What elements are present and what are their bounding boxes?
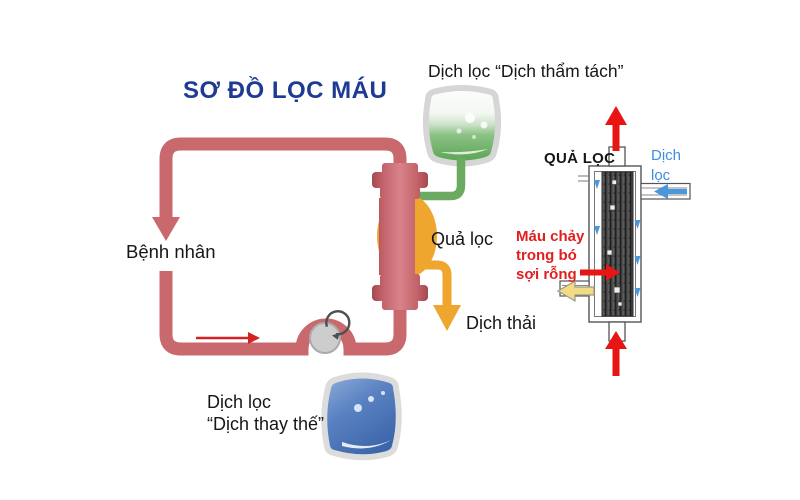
detail-dialysate-line2: lọc — [651, 167, 671, 184]
waste-label: Dịch thải — [466, 313, 537, 333]
blood-out-arrow-icon — [605, 106, 627, 151]
replacement-fluid-bag — [321, 372, 402, 461]
dialysate-inlet-tube — [414, 158, 466, 201]
waste-arrow-down-icon — [433, 305, 461, 331]
bubbles — [354, 391, 385, 412]
detail-blood-flow-line2: trong bó — [516, 247, 577, 264]
blood-circuit-loop — [152, 137, 407, 356]
filtrate-out-arrow-icon — [556, 279, 595, 303]
fiber-markers — [606, 179, 623, 307]
dialysate-flow-arrow-icons — [594, 180, 641, 297]
blood-to-patient-arrow-icon — [152, 217, 180, 241]
hollow-fiber-bundle — [601, 171, 634, 317]
blood-in-fiber-arrow-icon — [580, 264, 620, 281]
dialysate-bag-label: Dịch lọc “Dịch thẩm tách” — [428, 61, 624, 81]
dialysate-bag — [422, 85, 502, 167]
dialyzer-detail — [556, 106, 691, 376]
replacement-bag-label-line2: “Dịch thay thế” — [207, 414, 325, 434]
blood-in-arrow-icon — [605, 331, 627, 376]
replacement-bag-label: Dịch lọc “Dịch thay thế” — [207, 391, 324, 435]
detail-blood-flow-label: Máu chảy trong bó sợi rỗng — [516, 227, 584, 284]
detail-dialysate-line1: Dịch — [651, 147, 682, 164]
detail-dialysate-label: Dịch lọc — [651, 146, 681, 186]
dialyzer-label: Quả lọc — [431, 229, 494, 249]
dialysate-in-arrow-icon — [654, 184, 687, 199]
waste-tube — [413, 260, 461, 331]
flow-direction-arrow-icon — [196, 332, 260, 344]
detail-dialyzer-title: QUẢ LỌC — [544, 150, 616, 167]
bubbles — [456, 113, 488, 139]
detail-blood-flow-line3: sợi rỗng — [516, 266, 577, 283]
page-title: SƠ ĐỒ LỌC MÁU — [183, 77, 388, 104]
blood-pump-icon — [309, 310, 351, 354]
patient-label: Bệnh nhân — [126, 241, 216, 262]
detail-blood-flow-line1: Máu chảy — [516, 228, 585, 245]
replacement-bag-label-line1: Dịch lọc — [207, 392, 272, 412]
dialyzer — [372, 163, 437, 310]
